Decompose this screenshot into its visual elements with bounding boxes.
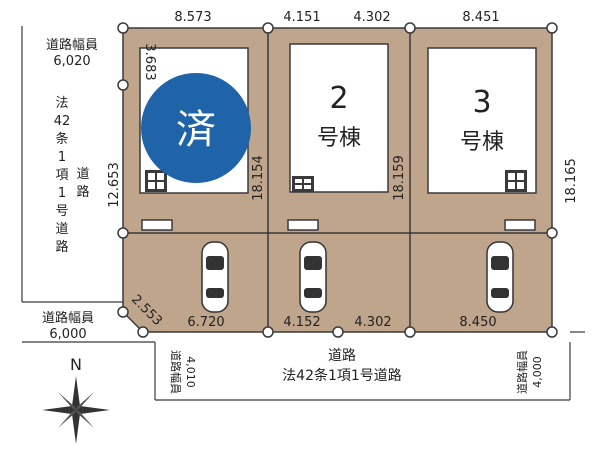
house-2-number: 2 (329, 81, 348, 116)
top-dimension: 4.151 (283, 10, 320, 25)
car-icon (201, 241, 229, 313)
sold-badge: 済 (141, 73, 251, 183)
car-icon (299, 241, 327, 313)
house-3-number: 3 (472, 85, 491, 120)
left-road-labels: 道路幅員 6,020 法 42 条 1 項 1 号 道 路 道 路 (46, 37, 98, 255)
boundary-node (117, 22, 129, 34)
road-type-char: 1 (58, 150, 66, 165)
boundary-node (332, 326, 344, 338)
bottom-dimension: 4.152 (283, 315, 320, 330)
boundary-node (262, 22, 274, 34)
road-type-char: 道 (55, 222, 68, 237)
sold-badge-text: 済 (176, 107, 216, 153)
house-2-suffix: 号棟 (317, 126, 361, 151)
right-depth-dimension: 18.165 (564, 158, 579, 204)
boundary-node (137, 326, 149, 338)
road-type-char: 1 (58, 186, 66, 201)
road-type-char: 条 (55, 131, 68, 147)
top-dimension: 8.451 (462, 10, 499, 25)
road-type-char: 号 (55, 204, 68, 219)
window-icon (292, 176, 314, 192)
road-type-char: 路 (55, 239, 68, 255)
left-depth-dimension: 12.653 (107, 162, 122, 208)
bottom-right-road-width-value: 4,000 (531, 356, 544, 388)
top-dimension: 4.302 (353, 10, 390, 25)
bottom-dimension: 4.302 (354, 315, 391, 330)
compass-icon: N (42, 355, 110, 444)
lower-road-width-label: 道路幅員 (42, 310, 94, 326)
boundary-node (117, 227, 129, 239)
lot2-depth-dimension: 18.159 (392, 155, 407, 201)
lower-road-width-value: 6,000 (49, 327, 86, 342)
boundary-node (546, 227, 558, 239)
road-word-char: 路 (76, 184, 89, 200)
window-icon (505, 170, 527, 192)
car-icon (486, 241, 514, 313)
boundary-node (262, 326, 274, 338)
bottom-dimensions: 6.720 4.152 4.302 8.450 (187, 315, 496, 330)
bottom-left-road-width-value: 4,010 (184, 356, 197, 388)
road-word-char: 道 (76, 167, 89, 182)
boundary-node (117, 306, 129, 318)
bottom-left-road-width-label: 道路幅員 (169, 350, 183, 394)
top-dimensions: 8.573 4.151 4.302 8.451 (174, 10, 499, 25)
boundary-node (546, 326, 558, 338)
lot1-depth-dimension: 18.154 (251, 155, 266, 201)
window-icons (145, 170, 527, 192)
boundary-node (404, 22, 416, 34)
buildings (139, 43, 537, 231)
entrance-1 (141, 219, 173, 231)
boundary-node (404, 326, 416, 338)
road-type-char: 法 (55, 96, 68, 111)
bottom-road-title: 道路 (328, 348, 356, 364)
bottom-dimension: 6.720 (187, 315, 224, 330)
entrance-2 (287, 219, 319, 231)
window-icon (145, 170, 167, 192)
road-type-char: 項 (55, 168, 68, 183)
car-icons (201, 241, 514, 313)
house-labels: 2 号棟 3 号棟 (317, 81, 504, 155)
bottom-road-labels: 道路 法42条1項1号道路 道路幅員 4,010 道路幅員 4,000 (169, 348, 544, 394)
building-2 (289, 43, 389, 193)
left-road-width-label: 道路幅員 (46, 37, 98, 53)
boundary-node (117, 79, 129, 91)
boundary-nodes (117, 22, 558, 338)
bottom-dimension: 8.450 (459, 315, 496, 330)
road-edges (21, 26, 585, 401)
bottom-right-road-width-label: 道路幅員 (515, 350, 529, 394)
building-3 (427, 47, 537, 194)
road-type-char: 42 (54, 114, 71, 129)
compass-north-label: N (70, 355, 82, 374)
entrance-3 (504, 219, 536, 231)
house-3-suffix: 号棟 (460, 130, 504, 155)
lower-left-road-labels: 道路幅員 6,000 (42, 310, 94, 342)
top-dimension: 8.573 (174, 10, 211, 25)
left-road-width-value: 6,020 (53, 54, 90, 69)
boundary-node (546, 22, 558, 34)
bottom-road-subtitle: 法42条1項1号道路 (282, 367, 402, 384)
setback-dimension: 3.683 (142, 43, 157, 80)
